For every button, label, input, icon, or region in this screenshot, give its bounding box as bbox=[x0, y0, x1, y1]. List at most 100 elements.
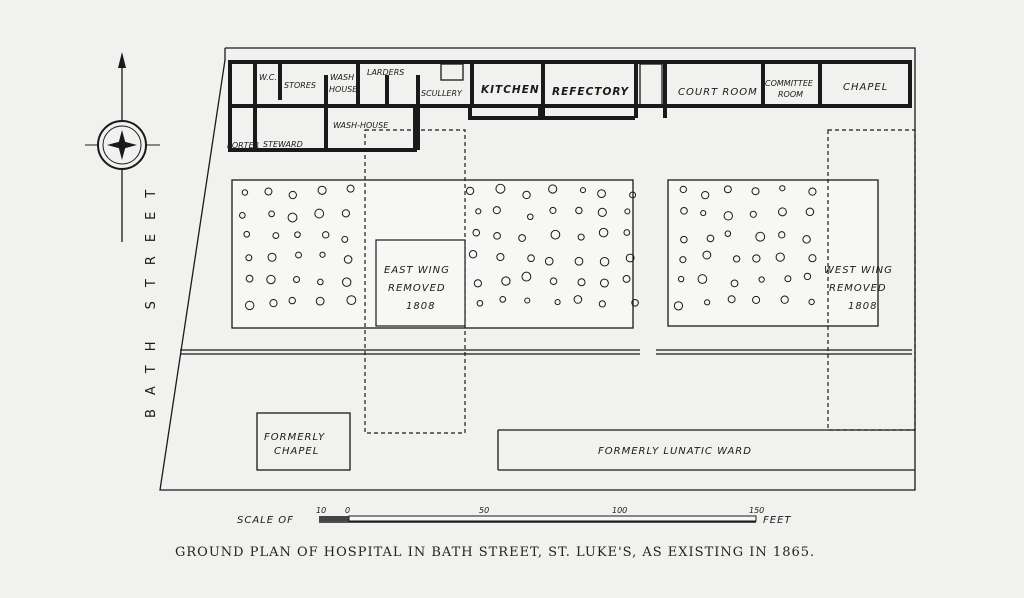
shrub-icon bbox=[245, 254, 253, 262]
shrub-icon bbox=[346, 184, 355, 193]
shrub-icon bbox=[631, 299, 639, 307]
room-court-room: COURT ROOM bbox=[678, 87, 758, 98]
shrub-icon bbox=[777, 207, 787, 217]
shrub-icon bbox=[527, 254, 535, 263]
shrub-icon bbox=[751, 187, 760, 196]
west-wing-label-3: 1808 bbox=[848, 301, 877, 312]
shrub-icon bbox=[749, 210, 757, 218]
room-porter: PORTER bbox=[227, 141, 259, 150]
scale-bar: SCALE OF 10 0 50 100 150 FEET bbox=[237, 506, 792, 526]
shrub-icon bbox=[724, 230, 732, 237]
shrub-icon bbox=[527, 213, 534, 221]
shrub-icon bbox=[701, 191, 710, 200]
garden-shrubs bbox=[239, 183, 817, 311]
room-committee-l2: ROOM bbox=[778, 90, 803, 99]
shrub-icon bbox=[549, 206, 557, 214]
shrub-icon bbox=[673, 301, 684, 311]
shrub-icon bbox=[779, 185, 786, 192]
shrub-icon bbox=[752, 254, 761, 263]
shrub-icon bbox=[266, 274, 276, 285]
shrub-icon bbox=[269, 299, 278, 308]
shrub-icon bbox=[758, 276, 765, 283]
shrub-icon bbox=[702, 250, 712, 260]
shrub-icon bbox=[544, 256, 554, 266]
shrub-icon bbox=[521, 271, 532, 282]
scale-tick-0: 0 bbox=[345, 506, 350, 515]
shrub-icon bbox=[752, 295, 761, 304]
shrub-icon bbox=[264, 187, 273, 196]
room-wc: W.C. bbox=[259, 73, 277, 82]
west-wing-label-2: REMOVED bbox=[829, 283, 887, 294]
east-wing-label-1: EAST WING bbox=[384, 265, 450, 276]
shrub-icon bbox=[723, 185, 732, 194]
shrub-icon bbox=[577, 233, 585, 241]
west-wing-outline bbox=[827, 129, 916, 431]
shrub-icon bbox=[476, 299, 484, 307]
shrub-icon bbox=[808, 298, 815, 306]
shrub-icon bbox=[704, 299, 711, 306]
shrub-icon bbox=[465, 186, 475, 196]
shrub-icon bbox=[727, 295, 736, 304]
scale-tick-100: 100 bbox=[612, 506, 627, 515]
shrub-icon bbox=[784, 275, 792, 283]
shrub-icon bbox=[730, 279, 739, 288]
shrub-icon bbox=[473, 279, 482, 288]
shrub-icon bbox=[346, 295, 357, 306]
scale-suffix: FEET bbox=[763, 515, 792, 526]
formerly-chapel-label-1: FORMERLY bbox=[264, 432, 325, 443]
shrub-icon bbox=[341, 277, 352, 287]
shrub-icon bbox=[780, 295, 789, 304]
shrub-icon bbox=[294, 231, 301, 238]
shrub-icon bbox=[808, 187, 817, 196]
shrub-icon bbox=[288, 296, 296, 305]
east-wing-outline bbox=[364, 129, 466, 434]
shrub-icon bbox=[499, 295, 507, 303]
shrub-icon bbox=[679, 185, 687, 194]
shrub-icon bbox=[700, 210, 707, 217]
formerly-chapel-label-2: CHAPEL bbox=[274, 446, 319, 457]
shrub-icon bbox=[317, 278, 324, 286]
shrub-icon bbox=[802, 235, 811, 244]
shrub-icon bbox=[574, 256, 584, 266]
shrub-icon bbox=[341, 235, 349, 243]
shrub-icon bbox=[493, 231, 501, 240]
shrub-icon bbox=[598, 300, 606, 308]
shrub-icon bbox=[314, 208, 325, 219]
formerly-chapel-box bbox=[256, 412, 351, 471]
room-larders: LARDERS bbox=[367, 68, 404, 77]
shrub-icon bbox=[295, 251, 302, 259]
shrub-icon bbox=[599, 256, 610, 267]
shrub-icon bbox=[492, 206, 501, 215]
west-wing-label-1: WEST WING bbox=[824, 265, 893, 276]
shrub-icon bbox=[319, 251, 326, 258]
shrub-icon bbox=[522, 190, 531, 200]
shrub-icon bbox=[343, 255, 353, 264]
room-refectory: REFECTORY bbox=[552, 86, 630, 98]
room-wash-house-lower: WASH-HOUSE bbox=[333, 121, 389, 130]
room-committee-l1: COMMITTEE bbox=[765, 79, 814, 88]
scale-prefix: SCALE OF bbox=[237, 515, 294, 526]
shrub-icon bbox=[624, 208, 631, 215]
shrub-icon bbox=[239, 212, 246, 219]
scale-tick-10: 10 bbox=[316, 506, 326, 515]
caption: GROUND PLAN OF HOSPITAL IN BATH STREET, … bbox=[175, 545, 815, 560]
shrub-icon bbox=[341, 209, 350, 218]
shrub-icon bbox=[697, 274, 708, 284]
shrub-icon bbox=[808, 254, 817, 263]
shrub-icon bbox=[244, 300, 255, 311]
room-wash-house-l2: HOUSE bbox=[329, 85, 358, 94]
shrub-icon bbox=[775, 252, 785, 262]
shrub-icon bbox=[623, 229, 631, 236]
shrub-icon bbox=[732, 255, 741, 263]
shrub-icon bbox=[315, 296, 325, 306]
street-label: BATH STREET bbox=[144, 176, 159, 418]
shrub-icon bbox=[268, 210, 275, 218]
shrub-icon bbox=[468, 250, 478, 259]
shrub-icon bbox=[598, 227, 609, 238]
shrub-icon bbox=[496, 252, 505, 262]
shrub-icon bbox=[518, 234, 526, 242]
main-building bbox=[228, 60, 912, 152]
shrub-icon bbox=[723, 211, 733, 221]
shrub-icon bbox=[288, 190, 297, 200]
shrub-icon bbox=[472, 228, 481, 237]
